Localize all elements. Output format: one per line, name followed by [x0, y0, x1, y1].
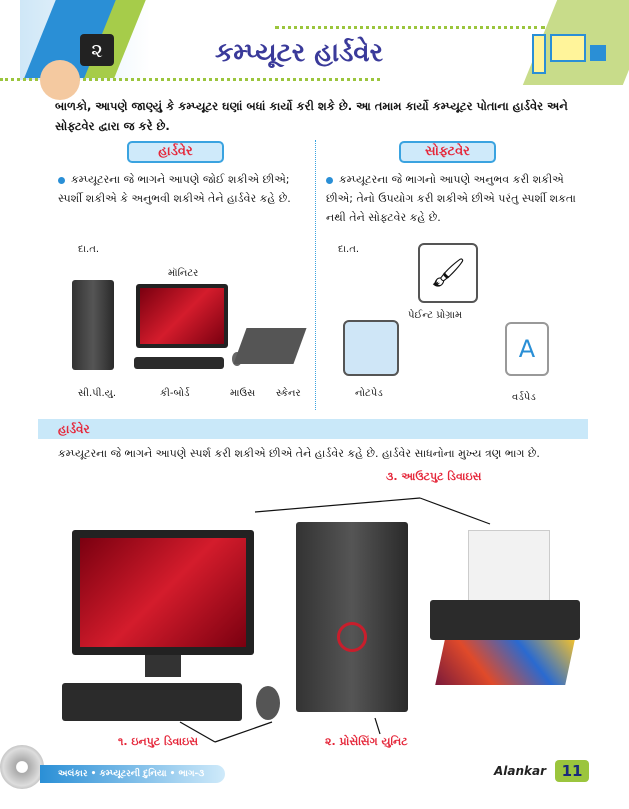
girl-illustration [40, 60, 80, 100]
printer-icon [590, 45, 606, 61]
keyboard-label: કી-બોર્ડ [160, 388, 190, 399]
divider [315, 140, 316, 410]
mouse-image-large [256, 686, 280, 720]
monitor-image [136, 284, 228, 348]
brand-logo: Alankar [494, 764, 547, 778]
monitor-icon [550, 34, 586, 62]
input-device-label: ૧. ઇનપુટ ડિવાઇસ [118, 735, 199, 748]
monitor-image-large [72, 530, 254, 655]
cpu-image-large [296, 522, 408, 712]
page-title: કમ્પ્યૂટર હાર્ડવેર [215, 38, 384, 68]
scanner-label: સ્કેનર [276, 388, 301, 399]
arrow-to-cpu [374, 717, 381, 735]
hardware-definition: કમ્પ્યૂટરના જે ભાગને આપણે જોઈ શકીએ છીએ; … [58, 170, 298, 208]
cpu-image [72, 280, 114, 370]
arrow-to-mouse [214, 721, 273, 743]
processing-unit-label: ૨. પ્રોસેસિંગ યુનિટ [325, 735, 408, 748]
section-text: કમ્પ્યૂટરના જે ભાગને આપણે સ્પર્શ કરી શકી… [58, 447, 540, 460]
printed-flowers [435, 640, 575, 685]
bullet-icon [326, 176, 333, 184]
cd-icon [0, 745, 44, 789]
footer-series: અલંકાર • કમ્પ્યૂટરની દુનિયા • ભાગ-૩ [40, 765, 225, 783]
example-label: દા.ત. [338, 244, 360, 255]
notepad-icon [343, 320, 399, 376]
definition-text: કમ્પ્યૂટરના જે ભાગનો આપણે અનુભવ કરી શકીએ… [326, 173, 576, 224]
bullet-icon [58, 176, 65, 184]
printer-paper [468, 530, 550, 610]
section-heading: હાર્ડવેર [38, 419, 588, 439]
cpu-label: સી.પી.યુ. [78, 388, 117, 399]
intro-paragraph: બાળકો, આપણે જાણ્યું કે કમ્પ્યૂટર ઘણાં બધ… [55, 99, 568, 133]
monitor-stand [145, 655, 181, 677]
page-number: 11 [555, 760, 589, 782]
printer-image [430, 600, 580, 640]
software-heading: સોફ્ટવેર [399, 141, 496, 163]
chapter-number: ૨ [80, 34, 114, 66]
dotted-line [0, 78, 380, 81]
example-label: દા.ત. [78, 244, 100, 255]
paint-icon: 🖌 [418, 243, 478, 303]
hardware-heading: હાર્ડવેર [127, 141, 224, 163]
arrow-to-monitor [254, 497, 421, 513]
definition-text: કમ્પ્યૂટરના જે ભાગને આપણે જોઈ શકીએ છીએ; … [58, 173, 291, 205]
monitor-label: મૉનિટર [168, 268, 199, 279]
dotted-line [275, 26, 545, 29]
notepad-label: નોટપેડ [355, 388, 383, 399]
keyboard-image [134, 357, 224, 369]
arrow-to-printer [419, 497, 491, 525]
mouse-label: માઉસ [230, 388, 256, 399]
wordpad-icon: A [505, 322, 549, 376]
wordpad-label: વર્ડપેડ [512, 392, 536, 403]
arrow-to-keyboard [179, 721, 216, 743]
software-definition: કમ્પ્યૂટરના જે ભાગનો આપણે અનુભવ કરી શકીએ… [326, 170, 576, 227]
paint-label: પેઈન્ટ પ્રોગ્રામ [408, 310, 463, 321]
keyboard-image-large [62, 683, 242, 721]
computer-icon [532, 34, 546, 74]
output-device-label: ૩. આઉટપુટ ડિવાઇસ [386, 470, 482, 483]
